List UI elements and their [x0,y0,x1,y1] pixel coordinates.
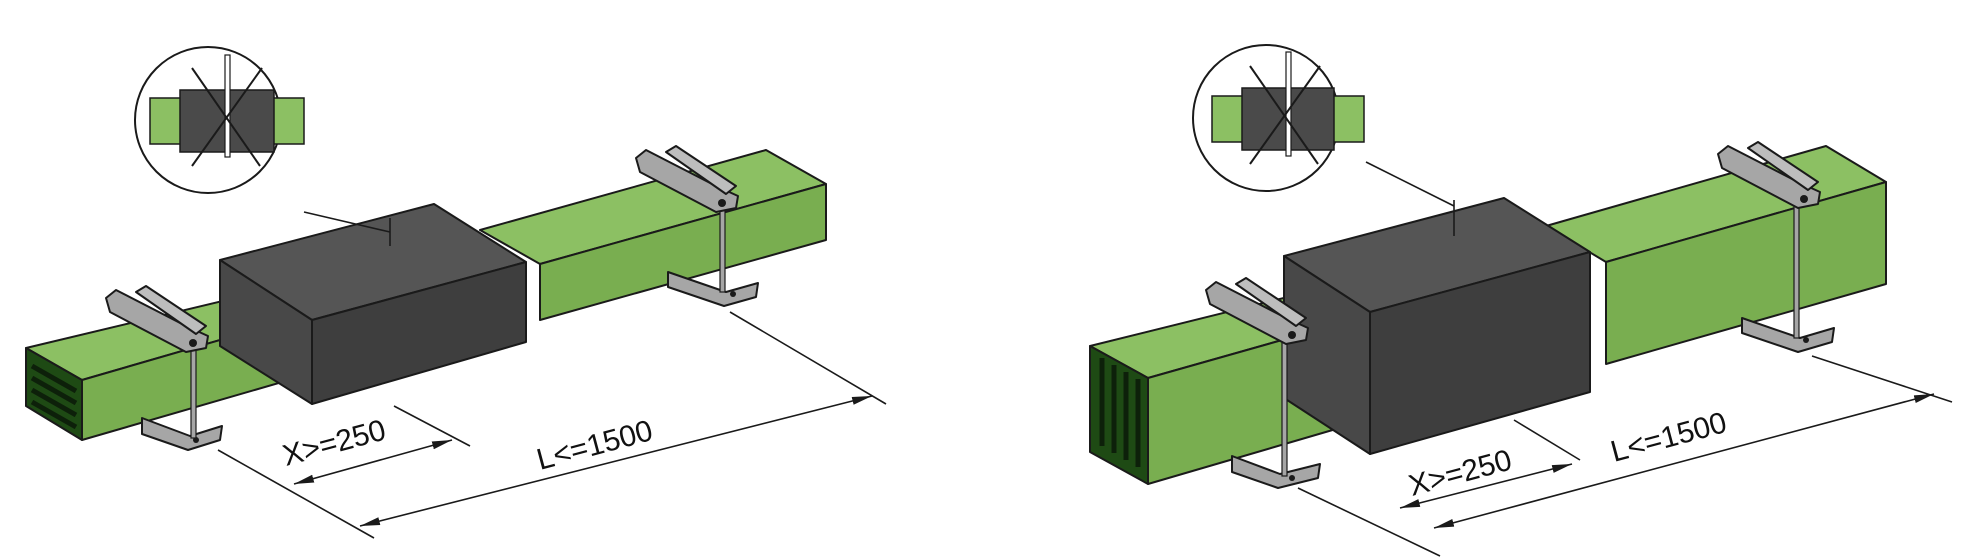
support-rod-near-right [1281,339,1288,477]
support-hanger-far-right [1717,141,1835,353]
diagram-left: X>=250 L<=1500 [25,46,887,539]
callout-leader-right [1365,161,1455,207]
support-clamp-far-plate [665,145,737,195]
extension-line-b-right [1513,419,1581,461]
dimension-l-label-right: L<=1500 [1607,406,1730,469]
detail-duct-right [271,97,305,145]
support-clamp-near-plate [135,285,207,335]
extension-line-a [217,449,375,539]
detail-duct-left-right [1211,95,1245,143]
detail-rod-right [1285,51,1292,157]
support-bolt-far-right [1803,337,1809,343]
detail-callout-right [1192,44,1455,236]
support-nut-near-right [1288,331,1296,339]
louvres-vertical [1099,358,1141,467]
louvres-horizontal [30,363,78,430]
dimension-l-arrow-right [1433,393,1935,529]
fire-damper-box [219,203,527,405]
support-bolt-far [730,291,736,297]
detail-callout [134,46,391,246]
extension-line-a-right [1297,487,1441,557]
dimension-x-label: X>=250 [279,414,389,473]
support-nut-far [718,199,726,207]
diagram-right: X>=250 L<=1500 [1089,44,1953,557]
support-hanger-near [105,285,223,451]
support-clamp-near [105,289,209,353]
dimension-l-label: L<=1500 [533,414,656,477]
damper-side [219,259,313,405]
detail-duct-right-right [1331,95,1365,143]
support-rod-near [190,347,197,439]
support-rail-far-right [1741,317,1835,353]
support-clamp-far [635,149,739,213]
support-rail-near [141,417,223,451]
duct-far-front [539,183,827,321]
support-clamp-far-plate-right [1747,141,1819,191]
detail-cross-line-b [191,67,263,167]
support-hanger-far [635,145,759,307]
extension-line-c [729,311,887,405]
callout-leader [303,211,391,233]
support-clamp-near-right [1205,281,1309,345]
support-rod-far-right [1793,193,1800,339]
support-clamp-near-plate-right [1235,277,1307,327]
dimension-l-arrow [359,395,873,527]
detail-duct-left [149,97,183,145]
fire-damper-box-right [1283,197,1591,455]
support-nut-near [189,339,197,347]
support-nut-far-right [1800,195,1808,203]
support-rail-near-right [1231,455,1321,489]
duct-far-segment-right [1545,145,1887,365]
support-clamp-far-right [1717,145,1821,209]
support-bolt-near-right [1289,475,1295,481]
support-hanger-near-right [1205,277,1321,489]
duct-far-front-right [1605,181,1887,365]
detail-cross-line-b-right [1249,65,1321,165]
dimension-x-label-right: X>=250 [1405,444,1515,503]
detail-rod [224,54,231,158]
support-rail-far [667,271,759,307]
extension-line-b [393,405,471,447]
